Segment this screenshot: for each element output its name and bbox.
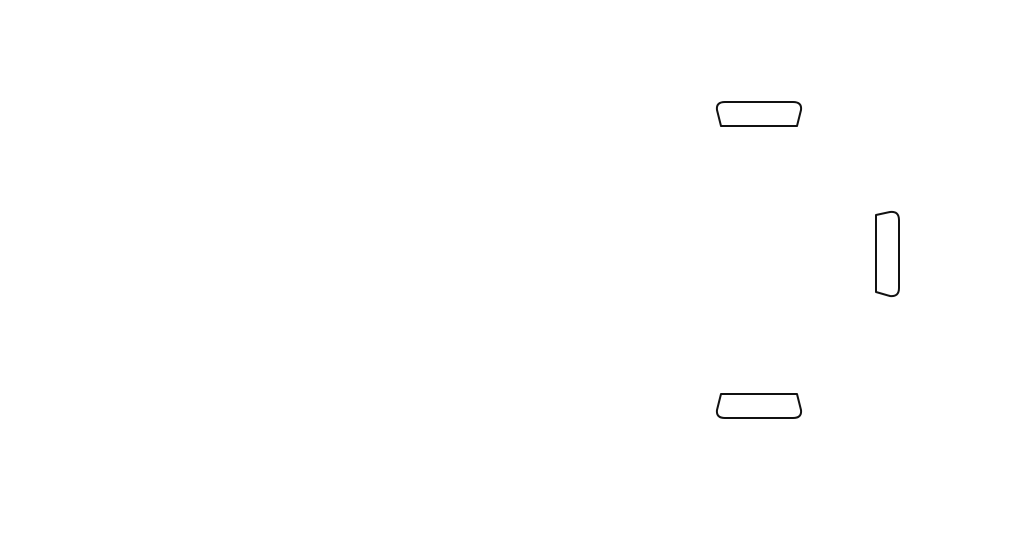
top-tab-shape: [715, 101, 803, 127]
bottom-tab-shape: [715, 393, 803, 419]
right-tab-shape: [875, 210, 900, 298]
